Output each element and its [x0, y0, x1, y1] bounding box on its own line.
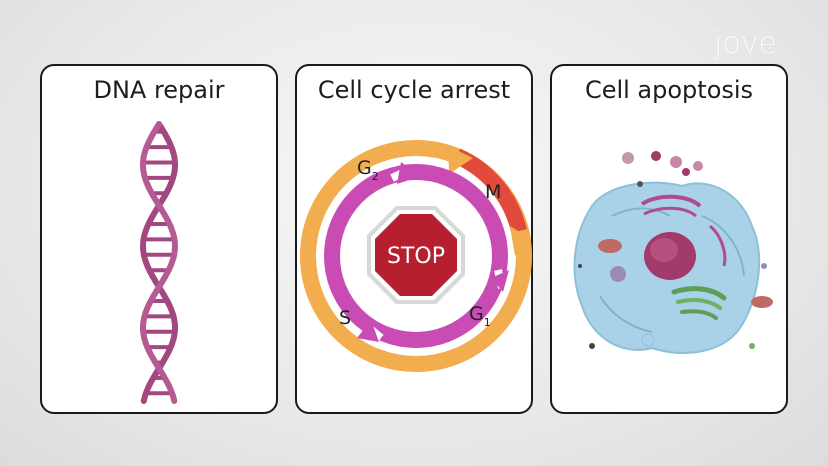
phase-label-s: S	[339, 307, 351, 329]
m-phase-arrowhead	[448, 146, 473, 174]
stop-sign: STOP	[367, 206, 465, 304]
dna-repair-card: DNA repair	[40, 64, 278, 414]
phase-label-g1: G1	[469, 303, 491, 329]
inner-cycle-ring	[324, 164, 508, 348]
inner-arrowhead-left	[357, 320, 379, 342]
dna-helix-illustration	[139, 121, 179, 404]
lysosome	[610, 266, 626, 282]
mitochondrion	[751, 296, 773, 308]
outer-cycle-ring	[300, 140, 532, 372]
phase-label-m: M	[485, 181, 501, 203]
cell-cycle-arrest-title: Cell cycle arrest	[317, 76, 511, 104]
jove-logo: jove	[714, 26, 777, 61]
golgi-apparatus	[671, 286, 727, 320]
endoplasmic-reticulum	[640, 194, 702, 208]
cell-apoptosis-title: Cell apoptosis	[584, 76, 754, 104]
phase-label-g2: G2	[357, 157, 379, 183]
inner-arrowhead-top	[397, 162, 421, 184]
dna-backbone-strand	[139, 121, 178, 404]
cell-cycle-diagram: G2 M G1 S STOP	[300, 140, 532, 372]
dna-repair-title: DNA repair	[93, 76, 225, 104]
cell-cycle-arrest-card: Cell cycle arrest G2 M G1 S STOP	[295, 64, 533, 414]
apoptotic-cell-illustration	[573, 151, 773, 354]
stop-label: STOP	[387, 244, 445, 269]
orange-arrowhead-right	[510, 226, 529, 256]
dna-backbone-strand	[140, 121, 179, 404]
mitochondrion	[598, 239, 622, 253]
cell-apoptosis-card: Cell apoptosis	[550, 64, 788, 414]
inner-arrowhead-right	[491, 270, 509, 292]
